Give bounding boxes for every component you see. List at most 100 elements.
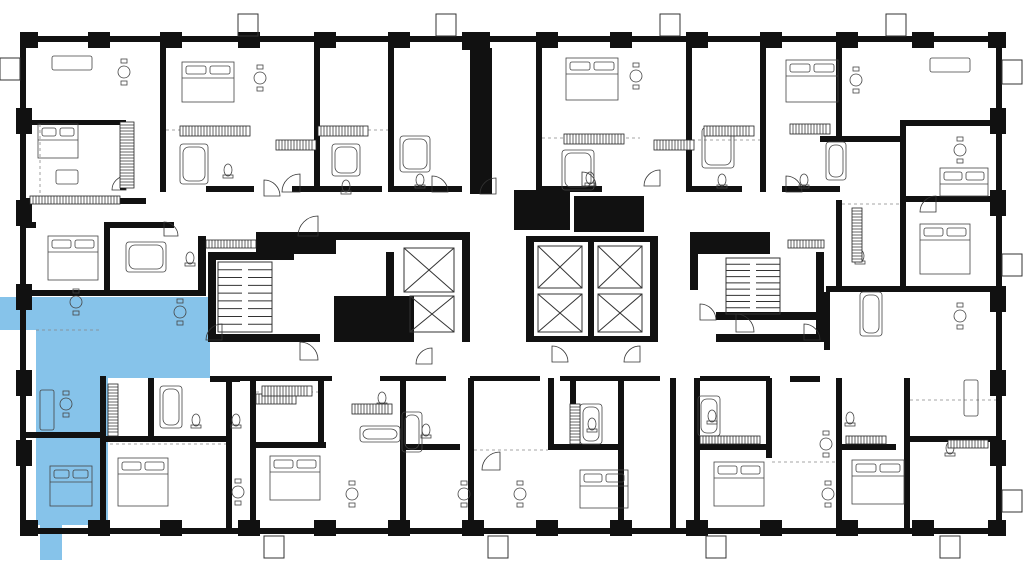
wardrobe	[29, 195, 121, 205]
wardrobe	[107, 383, 119, 437]
toilet	[706, 409, 718, 425]
bathtub	[179, 143, 209, 185]
toilet	[184, 251, 196, 267]
door-swing	[785, 175, 803, 193]
wardrobe	[119, 121, 135, 189]
elevators	[403, 245, 643, 333]
bed	[269, 455, 321, 501]
door-swing	[481, 451, 501, 471]
bathtub	[359, 425, 401, 443]
wardrobe	[947, 439, 989, 449]
bed	[939, 167, 989, 197]
bed	[181, 61, 235, 103]
door-swing	[623, 345, 641, 363]
sofa	[55, 169, 79, 185]
wardrobe	[851, 207, 863, 263]
wardrobe	[563, 133, 625, 145]
door-swing	[431, 175, 449, 193]
bed	[851, 459, 905, 505]
sofa	[929, 57, 971, 73]
bathtub	[561, 149, 595, 191]
doors	[111, 169, 937, 471]
balconies	[0, 13, 1023, 559]
toilet	[190, 413, 202, 429]
bathtub	[825, 141, 847, 181]
door-swing	[281, 173, 301, 193]
wardrobe	[317, 125, 369, 137]
wardrobe	[179, 125, 251, 137]
toilet	[586, 417, 598, 433]
toilet	[340, 179, 352, 195]
stair-flight	[725, 257, 781, 315]
table	[629, 62, 643, 90]
door-swing	[551, 345, 569, 363]
toilet	[844, 411, 856, 427]
table	[457, 480, 471, 508]
table	[821, 480, 835, 508]
bathtub	[125, 241, 167, 273]
toilet	[414, 173, 426, 189]
door-swing	[479, 177, 497, 195]
bed	[713, 461, 765, 507]
wardrobe	[845, 435, 887, 445]
wardrobe	[569, 403, 581, 445]
table	[953, 302, 967, 330]
partition-walls	[26, 42, 996, 530]
door-swing	[299, 341, 319, 361]
door-swing	[297, 215, 319, 237]
wardrobe	[699, 435, 761, 445]
door-swing	[919, 195, 937, 213]
bathtub	[159, 385, 183, 429]
sofa	[51, 55, 93, 71]
door-swing	[581, 171, 597, 187]
bed	[47, 235, 99, 281]
bathrooms	[125, 127, 956, 457]
wardrobes	[29, 121, 989, 449]
wardrobe	[275, 139, 317, 151]
door-swing	[803, 323, 821, 341]
table	[231, 478, 245, 506]
table	[69, 288, 83, 316]
door-swing	[643, 169, 661, 187]
table	[253, 64, 267, 92]
core-walls	[26, 48, 996, 382]
beds	[37, 57, 989, 509]
table	[173, 298, 187, 326]
bed	[565, 57, 619, 101]
bed	[117, 457, 169, 507]
toilet	[716, 173, 728, 189]
tables	[39, 55, 979, 508]
bed	[919, 223, 971, 275]
table	[59, 390, 73, 418]
bed	[579, 469, 629, 509]
bed	[785, 59, 839, 103]
toilet	[222, 163, 234, 179]
wardrobe	[789, 123, 831, 135]
wardrobe	[787, 239, 825, 249]
wardrobe	[653, 139, 695, 151]
stair-flight	[217, 261, 273, 333]
door-swing	[415, 347, 433, 365]
bed	[37, 123, 79, 159]
wardrobe	[205, 239, 257, 249]
door-swing	[735, 313, 755, 333]
bathtub	[399, 135, 431, 173]
table	[345, 480, 359, 508]
table	[513, 480, 527, 508]
wardrobe	[351, 403, 393, 415]
door-swing	[163, 221, 179, 237]
door-swing	[699, 303, 717, 321]
bathtub	[579, 403, 603, 445]
wardrobe	[703, 125, 755, 137]
bathtub	[697, 395, 721, 437]
bed	[49, 465, 93, 507]
stairs	[217, 257, 781, 333]
table	[117, 58, 131, 86]
bathtub	[331, 143, 361, 177]
toilet	[798, 173, 810, 189]
bathtub	[859, 291, 883, 337]
table	[953, 136, 967, 164]
toilet	[420, 423, 432, 439]
door-swing	[263, 179, 281, 197]
